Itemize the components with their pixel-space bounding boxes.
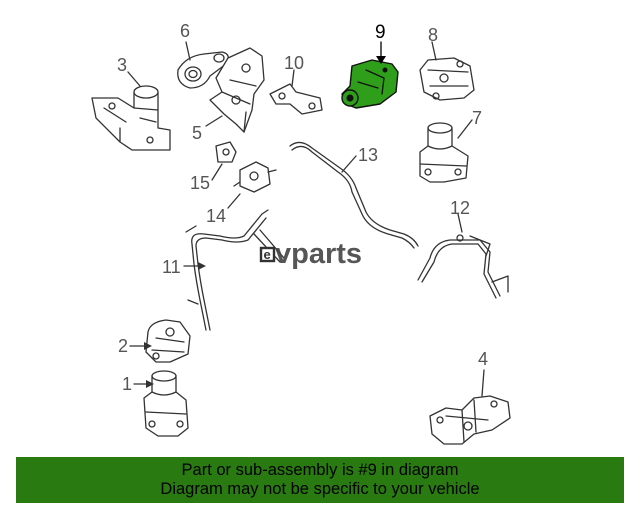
banner-line-2: Diagram may not be specific to your vehi… <box>160 480 480 498</box>
part-7-mount[interactable] <box>419 122 469 183</box>
part-15-clip[interactable] <box>215 141 237 163</box>
leader-14 <box>227 193 241 209</box>
callout-11: 11 <box>162 257 181 277</box>
callout-14: 14 <box>206 206 227 226</box>
banner-line-1: Part or sub-assembly is #9 in diagram <box>181 461 459 479</box>
evparts-watermark-logo: e vparts <box>259 238 362 270</box>
leader-3 <box>127 71 141 87</box>
callout-7: 7 <box>472 108 483 128</box>
callout-15: 15 <box>190 173 211 193</box>
callout-4: 4 <box>478 349 489 369</box>
watermark-logo-letter: e <box>264 247 271 262</box>
leader-4 <box>481 369 485 397</box>
callout-8: 8 <box>428 25 439 45</box>
leader-13 <box>341 155 357 173</box>
callout-2: 2 <box>118 336 129 356</box>
leader-7 <box>457 119 473 139</box>
info-banner: Part or sub-assembly is #9 in diagram Di… <box>16 457 624 503</box>
callout-9: 9 <box>375 22 386 43</box>
part-4-crossmember[interactable] <box>429 395 511 445</box>
part-14-valve[interactable] <box>233 161 277 193</box>
part-12-tube[interactable] <box>417 234 509 299</box>
callout-13: 13 <box>358 145 379 165</box>
callout-3: 3 <box>117 55 128 75</box>
part-8-mount[interactable] <box>419 57 475 101</box>
leader-10 <box>291 69 295 87</box>
part-1-mount[interactable] <box>143 370 189 437</box>
part-10-bracket[interactable] <box>269 83 323 115</box>
part-11-hose[interactable] <box>185 209 285 331</box>
leader-12 <box>457 213 463 233</box>
leader-5 <box>205 115 223 127</box>
part-3-mount[interactable] <box>91 85 171 151</box>
watermark-text: vparts <box>275 238 362 270</box>
callout-12: 12 <box>450 198 471 218</box>
part-5-bracket[interactable] <box>209 47 265 133</box>
parts-diagram <box>91 41 511 445</box>
part-9-highlighted-mount[interactable] <box>341 59 399 109</box>
leader-6 <box>185 41 191 61</box>
part-2-mount[interactable] <box>145 319 191 363</box>
leader-8 <box>431 41 437 61</box>
callout-1: 1 <box>122 374 133 394</box>
leader-15 <box>211 163 223 181</box>
callout-6: 6 <box>180 21 191 41</box>
callout-5: 5 <box>192 123 203 143</box>
callout-10: 10 <box>284 53 305 73</box>
part-13-hose[interactable] <box>289 141 419 249</box>
